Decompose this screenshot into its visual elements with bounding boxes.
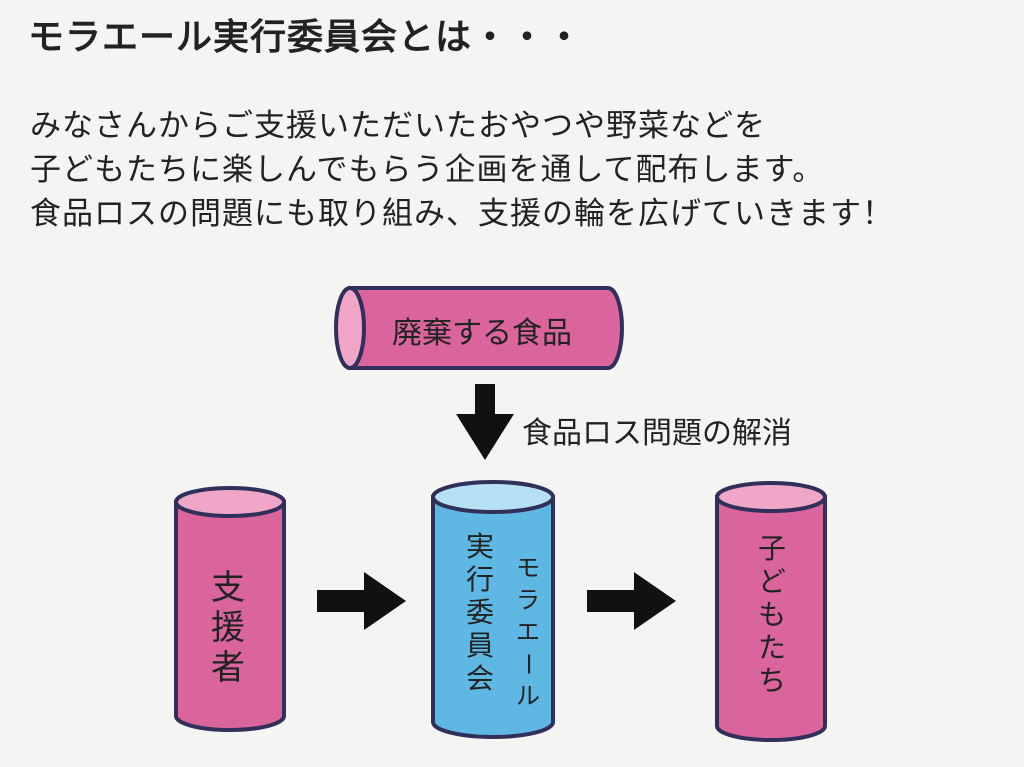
committee-char: 会 xyxy=(466,662,495,695)
intro-text: みなさんからご支援いただいたおやつや野菜などを 子どもたちに楽しんでもらう企画を… xyxy=(30,104,894,236)
children-char: た xyxy=(758,631,787,664)
children-cylinder xyxy=(715,481,827,742)
committee-label-main: 実 行 委 員 会 xyxy=(466,530,494,695)
children-char: ち xyxy=(758,664,787,697)
children-label: 子 ど も た ち xyxy=(758,532,786,697)
committee-char: 員 xyxy=(466,629,495,662)
food-loss-solution-label: 食品ロス問題の解消 xyxy=(522,416,792,451)
committee-name-char: ル xyxy=(516,682,540,710)
supporters-char: 者 xyxy=(211,648,245,688)
committee-char: 実 xyxy=(466,530,495,563)
committee-name-char: ー xyxy=(514,652,542,676)
down-arrow-icon xyxy=(456,384,514,460)
committee-name-char: エ xyxy=(516,618,540,646)
committee-name-char: モ xyxy=(516,554,540,582)
intro-line-1: みなさんからご支援いただいたおやつや野菜などを xyxy=(30,108,766,144)
intro-line-2: 子どもたちに楽しんでもらう企画を通して配布します。 xyxy=(30,152,825,188)
children-char: 子 xyxy=(758,532,787,565)
waste-food-pipe xyxy=(334,286,624,370)
committee-name-char: ラ xyxy=(516,586,540,614)
intro-line-3: 食品ロスの問題にも取り組み、支援の輪を広げていきます！ xyxy=(30,196,894,232)
committee-char: 行 xyxy=(466,563,495,596)
children-char: も xyxy=(758,598,787,631)
committee-label-name: モ ラ エ ー ル xyxy=(514,552,542,712)
committee-cylinder xyxy=(431,480,555,739)
children-char: ど xyxy=(758,565,787,598)
supporters-char: 支 xyxy=(211,568,245,608)
right-arrow-icon xyxy=(317,572,406,630)
waste-food-label: 廃棄する食品 xyxy=(392,316,572,351)
supporters-char: 援 xyxy=(211,608,245,648)
page-title: モラエール実行委員会とは・・・ xyxy=(28,17,584,58)
right-arrow-icon xyxy=(587,572,676,630)
supporters-cylinder xyxy=(174,486,286,732)
supporters-label: 支 援 者 xyxy=(211,568,245,688)
committee-char: 委 xyxy=(466,596,495,629)
